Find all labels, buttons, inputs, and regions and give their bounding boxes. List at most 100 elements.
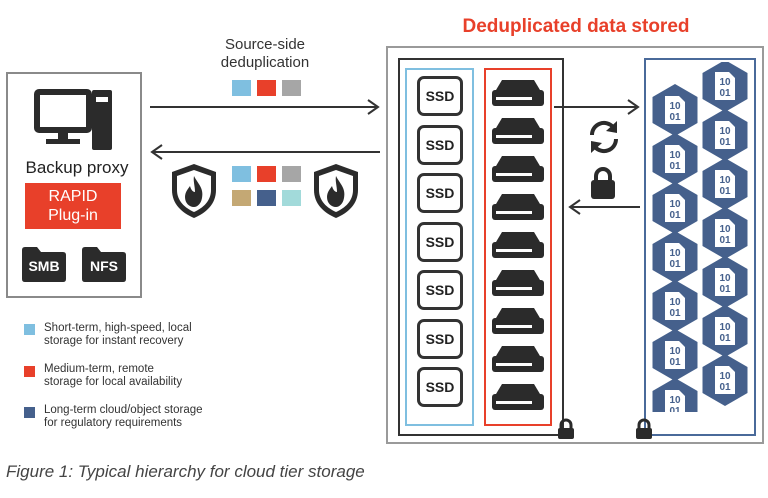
- cloud-object-grid: 1001100110011001100110011001100110011001…: [652, 62, 748, 412]
- nfs-label: NFS: [90, 258, 118, 274]
- ssd-drive-icon: SSD: [417, 173, 463, 213]
- smb-label: SMB: [28, 258, 60, 274]
- deduplicated-data-title: Deduplicated data stored: [462, 16, 690, 37]
- svg-text:01: 01: [719, 333, 731, 344]
- svg-text:01: 01: [669, 161, 681, 172]
- swatch-red: [257, 80, 276, 96]
- legend-long-term-line1: Long-term cloud/object storage: [44, 404, 203, 416]
- svg-text:10: 10: [719, 273, 731, 284]
- smb-folder-icon: SMB: [20, 244, 68, 284]
- svg-text:10: 10: [669, 248, 681, 259]
- ssd-drive-icon: SSD: [417, 367, 463, 407]
- arrow-to-storage: [150, 99, 380, 115]
- legend-medium-term-line2: storage for local availability: [44, 376, 183, 388]
- ssd-tier-frame: [405, 68, 474, 426]
- legend-short-term: Short-term, high-speed, local storage fo…: [44, 322, 192, 348]
- svg-text:01: 01: [719, 382, 731, 393]
- legend-swatch-medium-term: [24, 366, 35, 377]
- server-tier-frame: [484, 68, 552, 426]
- swatch-navy: [257, 190, 276, 206]
- backup-proxy-label: Backup proxy: [25, 158, 129, 177]
- svg-text:10: 10: [719, 322, 731, 333]
- svg-text:10: 10: [669, 297, 681, 308]
- svg-text:01: 01: [719, 88, 731, 99]
- svg-text:01: 01: [719, 284, 731, 295]
- svg-text:01: 01: [719, 186, 731, 197]
- ssd-drive-icon: SSD: [417, 221, 463, 262]
- cloud-tier-frame: [644, 58, 756, 436]
- ssd-drive-icon: SSD: [417, 124, 463, 165]
- rapid-line1: RAPID: [48, 188, 98, 205]
- svg-text:01: 01: [669, 357, 681, 368]
- firewall-shield-icon: [172, 164, 216, 218]
- svg-text:01: 01: [719, 235, 731, 246]
- svg-text:10: 10: [719, 77, 731, 88]
- svg-text:01: 01: [669, 112, 681, 123]
- server-unit-icon: [492, 308, 544, 334]
- server-unit-icon: [492, 232, 544, 258]
- server-unit-icon: [492, 194, 544, 220]
- server-unit-icon: [492, 156, 544, 182]
- server-column: [492, 80, 544, 410]
- legend-medium-term-line1: Medium-term, remote: [44, 363, 154, 375]
- svg-text:10: 10: [669, 346, 681, 357]
- legend-medium-term: Medium-term, remote storage for local av…: [44, 363, 182, 389]
- swatch-teal: [282, 190, 301, 206]
- swatch-grey: [282, 80, 301, 96]
- lock-icon: [591, 167, 615, 199]
- swatch-grey-2: [282, 166, 301, 182]
- svg-text:10: 10: [669, 150, 681, 161]
- svg-text:01: 01: [669, 406, 681, 412]
- small-lock-icon-2: [636, 418, 652, 439]
- source-side-line2: deduplication: [220, 54, 310, 71]
- computer-icon: [34, 89, 112, 150]
- server-unit-icon: [492, 270, 544, 296]
- svg-text:01: 01: [669, 210, 681, 221]
- ssd-drive-icon: SSD: [417, 270, 463, 310]
- server-unit-icon: [492, 80, 544, 106]
- svg-text:10: 10: [669, 101, 681, 112]
- svg-text:01: 01: [669, 308, 681, 319]
- legend-long-term-line2: for regulatory requirements: [44, 417, 183, 429]
- source-side-line1: Source-side: [224, 36, 306, 53]
- legend-long-term: Long-term cloud/object storage for regul…: [44, 404, 203, 430]
- svg-text:01: 01: [669, 259, 681, 270]
- local-storage-frame: [398, 58, 564, 436]
- arrow-from-storage: [150, 144, 380, 160]
- small-lock-icon: [558, 418, 574, 439]
- svg-text:10: 10: [669, 395, 681, 406]
- source-side-dedup-label: Source-side deduplication: [200, 36, 330, 72]
- swatch-red-2: [257, 166, 276, 182]
- legend-swatch-long-term: [24, 407, 35, 418]
- server-unit-icon: [492, 384, 544, 410]
- arrow-to-cloud: [554, 99, 640, 115]
- server-unit-icon: [492, 346, 544, 372]
- swatch-tan: [232, 190, 251, 206]
- ssd-drive-icon: SSD: [417, 76, 463, 116]
- firewall-shield-icon-2: [314, 164, 358, 218]
- server-unit-icon: [492, 118, 544, 144]
- ssd-drive-icon: SSD: [417, 318, 463, 359]
- dedup-storage-frame: [386, 46, 764, 444]
- legend-swatch-short-term: [24, 324, 35, 335]
- svg-text:10: 10: [719, 126, 731, 137]
- svg-text:10: 10: [669, 199, 681, 210]
- svg-text:10: 10: [719, 175, 731, 186]
- swatch-light-blue-2: [232, 166, 251, 182]
- rapid-line2: Plug-in: [48, 207, 98, 224]
- legend-short-term-line1: Short-term, high-speed, local: [44, 322, 192, 334]
- swatch-light-blue: [232, 80, 251, 96]
